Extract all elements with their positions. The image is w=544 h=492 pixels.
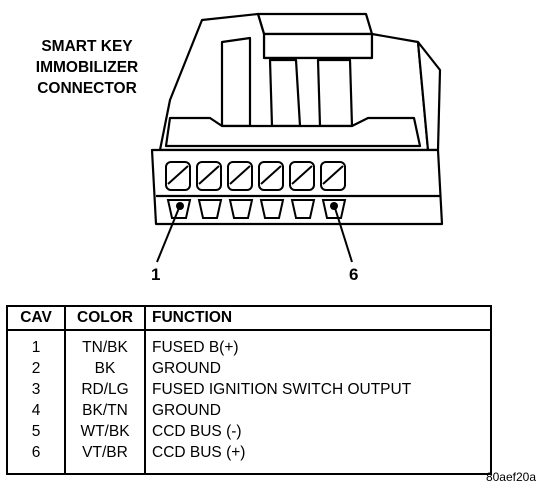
latch-rib-left [220,36,252,128]
pin-1-leader [156,207,180,263]
header-function: FUNCTION [145,306,491,331]
table-row: 2 BK GROUND [7,358,491,379]
connector-top-face [262,32,374,60]
color-cell: BK [65,358,146,379]
latch-rib-center [268,58,302,128]
pinout-table: CAV COLOR FUNCTION 1 TN/BK FUSED B(+) 2 … [6,305,492,475]
function-cell: GROUND [152,360,221,377]
cav-cell: 5 [7,421,66,442]
cav-cell: 1 [7,330,66,358]
pin-1-label: 1 [151,265,161,284]
table-row: 1 TN/BK FUSED B(+) [7,330,491,358]
latch-rib-right [316,58,354,128]
cav-cell: 3 [7,379,66,400]
table-header-row: CAV COLOR FUNCTION [7,306,491,331]
function-cell: CCD BUS (-) [152,423,242,440]
function-cell: FUSED B(+) [152,339,239,356]
table-row: 4 BK/TN GROUND [7,400,491,421]
header-color: COLOR [65,306,146,331]
title-line-1: SMART KEY [41,38,133,55]
pin-6-leader [334,207,353,263]
color-cell: TN/BK [65,330,146,358]
function-cell: GROUND [152,402,221,419]
title-line-2: IMMOBILIZER [35,59,139,76]
title-line-3: CONNECTOR [37,80,137,97]
terminal-3 [228,199,254,219]
color-cell: BK/TN [65,400,146,421]
cav-cell: 4 [7,400,66,421]
function-cell: CCD BUS (+) [152,444,246,461]
connector-illustration [150,12,444,263]
terminal-5 [290,199,316,219]
table-row: 5 WT/BK CCD BUS (-) [7,421,491,442]
terminal-2 [197,199,223,219]
pin-6-marker [330,202,338,210]
table-row: 6 VT/BR CCD BUS (+) [7,442,491,474]
housing-ledge [164,116,422,148]
color-cell: WT/BK [65,421,146,442]
header-cav: CAV [7,306,66,331]
table-row: 3 RD/LG FUSED IGNITION SWITCH OUTPUT [7,379,491,400]
cav-cell: 6 [7,442,66,474]
figure-reference-code: 80aef20a [485,470,536,484]
function-cell: FUSED IGNITION SWITCH OUTPUT [152,381,412,398]
connector-title: SMART KEY IMMOBILIZER CONNECTOR [22,36,152,99]
pin-6-label: 6 [349,265,359,284]
color-cell: VT/BR [65,442,146,474]
color-cell: RD/LG [65,379,146,400]
connector-top-block [256,12,374,36]
cav-cell: 2 [7,358,66,379]
pin-1-marker [176,202,184,210]
terminal-4 [259,199,285,219]
